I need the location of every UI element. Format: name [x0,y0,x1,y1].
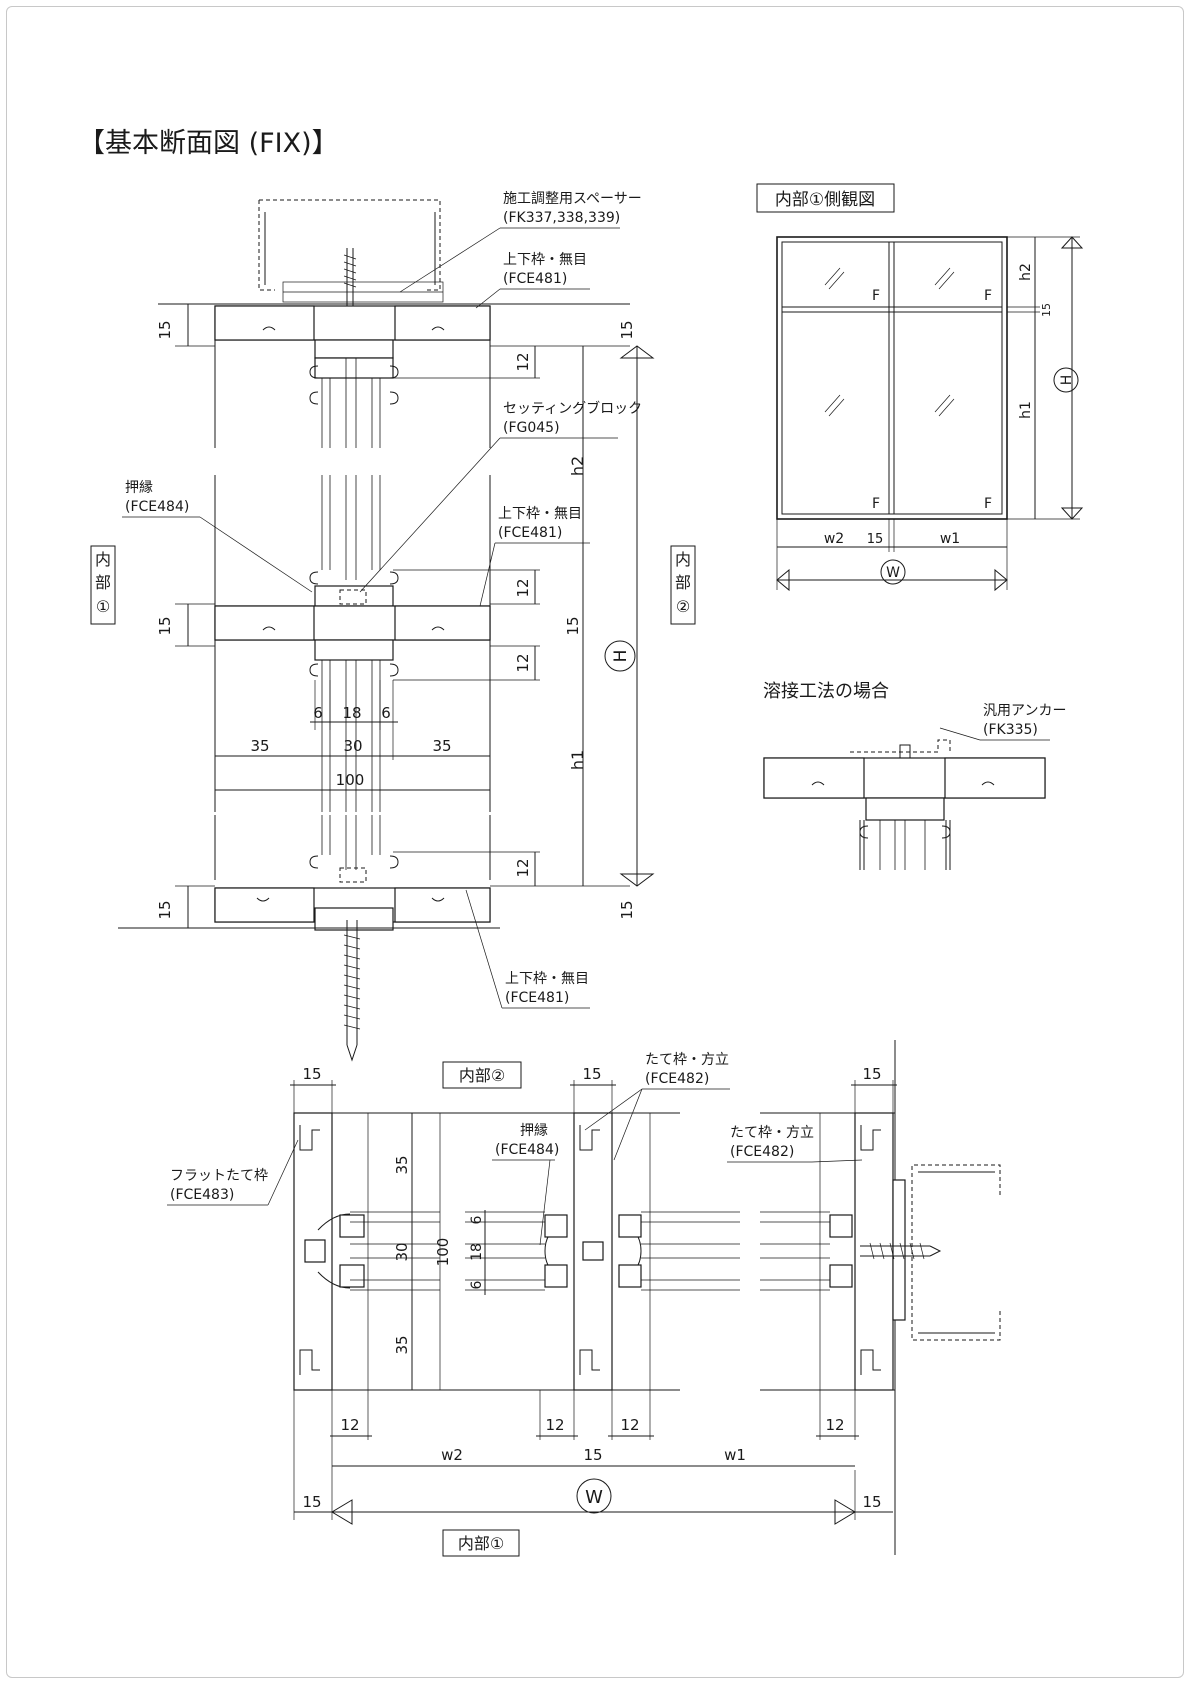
label-anchor: 汎用アンカー [983,703,1066,719]
elev-dim-w1: w1 [940,531,960,547]
interior1-vert-3: ① [96,597,110,616]
hs-dim-6-b: 6 [469,1280,485,1289]
hs-dim-12-a: 12 [340,1416,359,1434]
label-bottom-frame-code: (FCE481) [505,990,569,1006]
dim-18: 18 [342,704,361,722]
dim-15-mid-left: 15 [156,616,174,635]
elevation-title: 内部①側観図 [775,190,875,210]
hs-dim-12-c: 12 [620,1416,639,1434]
label-bead: 押縁 [125,480,153,496]
label-flat-jamb-code: (FCE483) [170,1187,234,1203]
dim-100: 100 [336,771,365,789]
label-bead2: 押縁 [520,1123,548,1139]
hs-interior2: 内部② [459,1066,505,1085]
dim-h2: h2 [568,456,587,476]
fix-mark-2: F [984,288,992,304]
hs-dim-15-w-left: 15 [302,1493,321,1511]
hs-dim-100: 100 [434,1238,452,1267]
elev-dim-H: H [1059,375,1075,386]
hs-dim-w2: w2 [441,1446,463,1464]
hs-interior1: 内部① [458,1534,504,1553]
horizontal-section: 15 内部② 15 15 [167,1040,1001,1557]
hs-dim-35-bot: 35 [393,1335,411,1354]
dim-15-bot-left: 15 [156,900,174,919]
hs-dim-W: W [585,1487,603,1508]
elev-dim-W: W [886,565,900,581]
elev-dim-w2: w2 [824,531,844,547]
dim-30: 30 [343,737,362,755]
dim-35-left: 35 [250,737,269,755]
dim-12-c: 12 [514,653,532,672]
hs-dim-15-mid: 15 [582,1065,601,1083]
hs-dim-30: 30 [393,1242,411,1261]
hs-dim-15-left: 15 [302,1065,321,1083]
hs-dim-6-a: 6 [469,1215,485,1224]
label-bead-code: (FCE484) [125,499,189,515]
label-setting-block-code: (FG045) [503,420,560,436]
hs-dim-12-b: 12 [545,1416,564,1434]
welding-title: 溶接工法の場合 [763,681,889,702]
label-spacer-code: (FK337,338,339) [503,210,620,226]
fix-mark-4: F [984,496,992,512]
vertical-section: 15 15 15 12 12 15 12 12 15 15 h2 h1 [90,191,696,1062]
label-mullion1: たて枠・方立 [645,1052,729,1068]
dim-6-left: 6 [313,704,323,722]
elevation-view: 内部①側観図 F F F F h2 15 h1 [756,183,1084,592]
hs-dim-18: 18 [469,1243,485,1261]
dim-15-top-left: 15 [156,320,174,339]
dim-12-a: 12 [514,352,532,371]
label-top-frame-code: (FCE481) [503,271,567,287]
fix-mark-1: F [872,288,880,304]
elev-dim-15-h: 15 [867,532,884,547]
hs-dim-15-center: 15 [583,1446,602,1464]
welding-detail: 溶接工法の場合 汎用アンカー (FK335) [763,681,1066,870]
elev-dim-15-v: 15 [1040,303,1053,317]
label-mid-frame-code: (FCE481) [498,525,562,541]
label-mullion2: たて枠・方立 [730,1125,814,1141]
dim-35-right: 35 [432,737,451,755]
page-title: 【基本断面図 (FIX)】 [78,128,339,159]
interior1-vert-1: 内 [95,550,111,569]
label-spacer: 施工調整用スペーサー [503,191,642,207]
dim-h1: h1 [568,750,587,770]
fix-mark-3: F [872,496,880,512]
label-setting-block: セッティングブロック [503,400,642,417]
hs-dim-35-top: 35 [393,1155,411,1174]
sheet-border [6,6,1184,1678]
label-mullion2-code: (FCE482) [730,1144,794,1160]
dim-15-top-right: 15 [618,320,636,339]
hs-dim-15-w-right: 15 [862,1493,881,1511]
dim-H-circle: H [611,650,631,663]
label-mullion1-code: (FCE482) [645,1071,709,1087]
interior2-vert-3: ② [676,597,690,616]
label-anchor-code: (FK335) [983,722,1038,738]
elev-dim-h2: h2 [1018,263,1034,281]
label-mid-frame: 上下枠・無目 [498,506,582,522]
hs-dim-15-right: 15 [862,1065,881,1083]
dim-15-mid-right: 15 [564,616,582,635]
interior2-vert-1: 内 [675,550,691,569]
interior1-vert-2: 部 [95,573,111,592]
label-bottom-frame: 上下枠・無目 [505,971,589,987]
label-flat-jamb: フラットたて枠 [170,1168,268,1184]
label-bead2-code: (FCE484) [495,1142,559,1158]
elev-dim-h1: h1 [1018,401,1034,419]
dim-15-bot-right: 15 [618,900,636,919]
dim-12-d: 12 [514,858,532,877]
hs-dim-w1: w1 [724,1446,746,1464]
hs-dim-12-d: 12 [825,1416,844,1434]
label-top-frame: 上下枠・無目 [503,252,587,268]
dim-12-b: 12 [514,578,532,597]
interior2-vert-2: 部 [675,573,691,592]
dim-6-right: 6 [381,704,391,722]
